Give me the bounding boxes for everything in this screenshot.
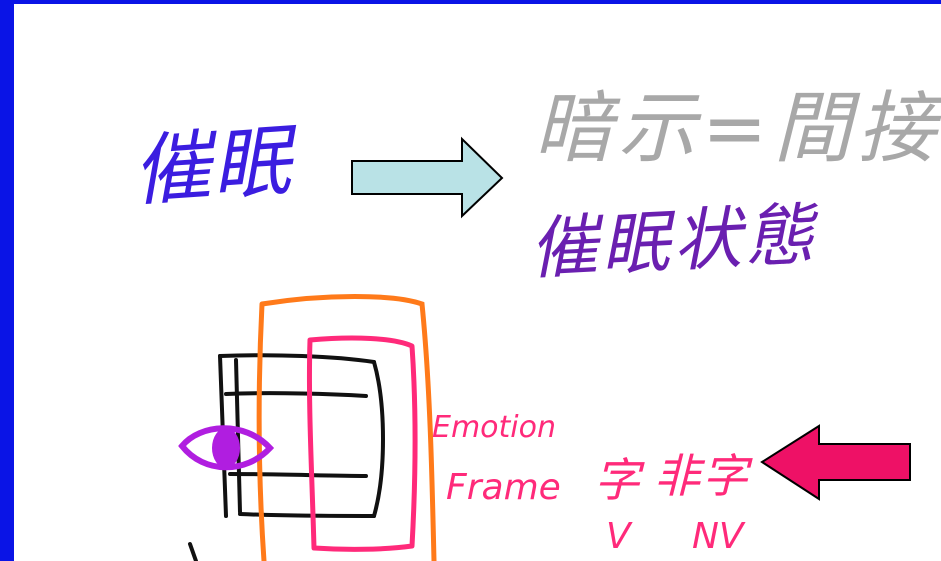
emotion-label: Emotion	[432, 410, 556, 445]
left-arrow-icon	[760, 424, 911, 501]
frame-label: Frame	[446, 467, 561, 508]
nonchar-label: 非字	[654, 449, 750, 503]
emotion-frame-outline	[306, 335, 418, 552]
hint-indirect-text: 暗示=間接	[534, 84, 941, 174]
nv-label: NV	[692, 516, 744, 557]
v-label: V	[606, 516, 631, 557]
right-arrow-icon	[351, 136, 504, 219]
drawing-layer	[178, 136, 911, 561]
frame-outline	[256, 294, 437, 561]
text-lines-sketch	[188, 353, 385, 561]
char-label: 字	[594, 453, 640, 507]
slide-canvas: 催眠 暗示=間接 催眠状態 Emotion Frame 字 非字 V	[14, 4, 941, 561]
eye-icon	[178, 425, 275, 471]
